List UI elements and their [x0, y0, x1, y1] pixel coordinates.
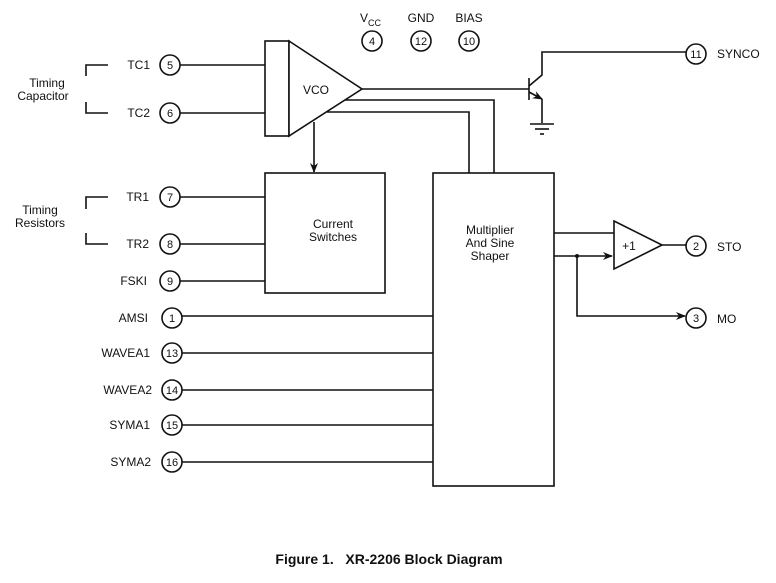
- sync-transistor: [528, 51, 686, 135]
- vcc-label: V: [360, 11, 368, 25]
- current-switches-line2: Switches: [309, 230, 357, 244]
- pin-wavea2: WAVEA2 14: [103, 379, 433, 401]
- pin-number-4: 4: [369, 36, 375, 48]
- buffer-label: +1: [622, 239, 636, 253]
- pin-circle-10: [458, 30, 480, 52]
- wire-vco-to-multiplier-2: [327, 111, 470, 173]
- pin-number-1: 1: [169, 313, 175, 325]
- pin-tc2: TC2 6: [127, 102, 265, 124]
- vco-block: VCO: [264, 39, 364, 138]
- tr2-label: TR2: [126, 237, 149, 251]
- figure-caption: Figure 1. XR-2206 Block Diagram: [275, 551, 502, 567]
- timing-capacitor-group: Timing Capacitor: [17, 64, 108, 114]
- pin-tr1: TR1 7: [126, 186, 265, 208]
- multiplier-line2: And Sine: [466, 236, 515, 250]
- timing-resistors-group: Timing Resistors: [15, 196, 108, 245]
- vco-triangle: [288, 39, 364, 138]
- bracket-bottom: [85, 102, 108, 114]
- pin-circle-11: [685, 43, 707, 65]
- amsi-label: AMSI: [119, 311, 148, 325]
- pin-circle-1: [161, 307, 183, 329]
- syma2-label: SYMA2: [110, 455, 151, 469]
- pin-circle-2: [685, 235, 707, 257]
- synco-label: SYNCO: [717, 47, 760, 61]
- pin-number-3: 3: [693, 313, 699, 325]
- bias-label: BIAS: [455, 11, 482, 25]
- supply-pin-bias: BIAS 10: [455, 11, 483, 52]
- pin-number-2: 2: [693, 241, 699, 253]
- supply-pin-gnd: GND 12: [408, 11, 435, 52]
- pin-number-13: 13: [166, 348, 178, 360]
- pin-sto: 2 STO: [685, 235, 741, 257]
- current-switches-rect: [264, 172, 386, 294]
- vco-label: VCO: [303, 83, 329, 97]
- current-switches-block: Current Switches: [264, 172, 386, 294]
- fski-label: FSKI: [120, 274, 147, 288]
- multiplier-block: Multiplier And Sine Shaper: [432, 172, 555, 487]
- pin-number-5: 5: [167, 60, 173, 72]
- pin-number-7: 7: [167, 192, 173, 204]
- pin-circle-4: [361, 30, 383, 52]
- gnd-label: GND: [408, 11, 435, 25]
- pin-syma2: SYMA2 16: [110, 451, 433, 473]
- tc1-label: TC1: [127, 58, 150, 72]
- pin-number-14: 14: [166, 385, 178, 397]
- pin-number-6: 6: [167, 108, 173, 120]
- transistor-emitter: [528, 91, 543, 100]
- pin-wavea1: WAVEA1 13: [101, 342, 433, 364]
- wire-to-mo: [576, 256, 686, 320]
- pin-number-10: 10: [463, 36, 475, 48]
- supply-pin-vcc: V CC 4: [360, 11, 383, 52]
- syma1-label: SYMA1: [109, 418, 150, 432]
- multiplier-rect: [432, 172, 555, 487]
- bracket-top: [85, 196, 108, 209]
- timing-capacitor-line1: Timing: [29, 76, 65, 90]
- bracket-bottom: [85, 233, 108, 245]
- bracket-top: [85, 64, 108, 76]
- pin-number-15: 15: [166, 420, 178, 432]
- timing-capacitor-line2: Capacitor: [17, 89, 68, 103]
- pin-mo: 3 MO: [685, 307, 736, 329]
- current-switches-line1: Current: [313, 217, 354, 231]
- pin-number-16: 16: [166, 457, 178, 469]
- pin-synco: 11 SYNCO: [685, 43, 760, 65]
- wavea1-label: WAVEA1: [101, 346, 150, 360]
- buffer-triangle: [613, 219, 664, 271]
- wavea2-label: WAVEA2: [103, 383, 152, 397]
- pin-number-12: 12: [415, 36, 427, 48]
- pin-number-11: 11: [690, 49, 701, 61]
- pin-syma1: SYMA1 15: [109, 414, 433, 436]
- ground-icon: [530, 123, 554, 135]
- timing-resistors-line2: Resistors: [15, 216, 65, 230]
- wire-vco-to-multiplier-1: [345, 99, 495, 173]
- pin-tr2: TR2 8: [126, 233, 265, 255]
- pin-tc1: TC1 5: [127, 54, 265, 76]
- tc2-label: TC2: [127, 106, 150, 120]
- timing-resistors-line1: Timing: [22, 203, 58, 217]
- multiplier-line1: Multiplier: [466, 223, 514, 237]
- vco-input-rect: [264, 40, 290, 137]
- pin-fski: FSKI 9: [120, 270, 265, 292]
- mo-label: MO: [717, 312, 736, 326]
- pin-number-8: 8: [167, 239, 173, 251]
- pin-circle-3: [685, 307, 707, 329]
- transistor-collector: [528, 51, 686, 87]
- buffer-amplifier: +1: [613, 219, 664, 271]
- pin-number-9: 9: [167, 276, 173, 288]
- pin-amsi: AMSI 1: [119, 307, 433, 329]
- multiplier-line3: Shaper: [471, 249, 510, 263]
- vcc-subscript: CC: [368, 18, 381, 28]
- sto-label: STO: [717, 240, 741, 254]
- pin-circle-12: [410, 30, 432, 52]
- tr1-label: TR1: [126, 190, 149, 204]
